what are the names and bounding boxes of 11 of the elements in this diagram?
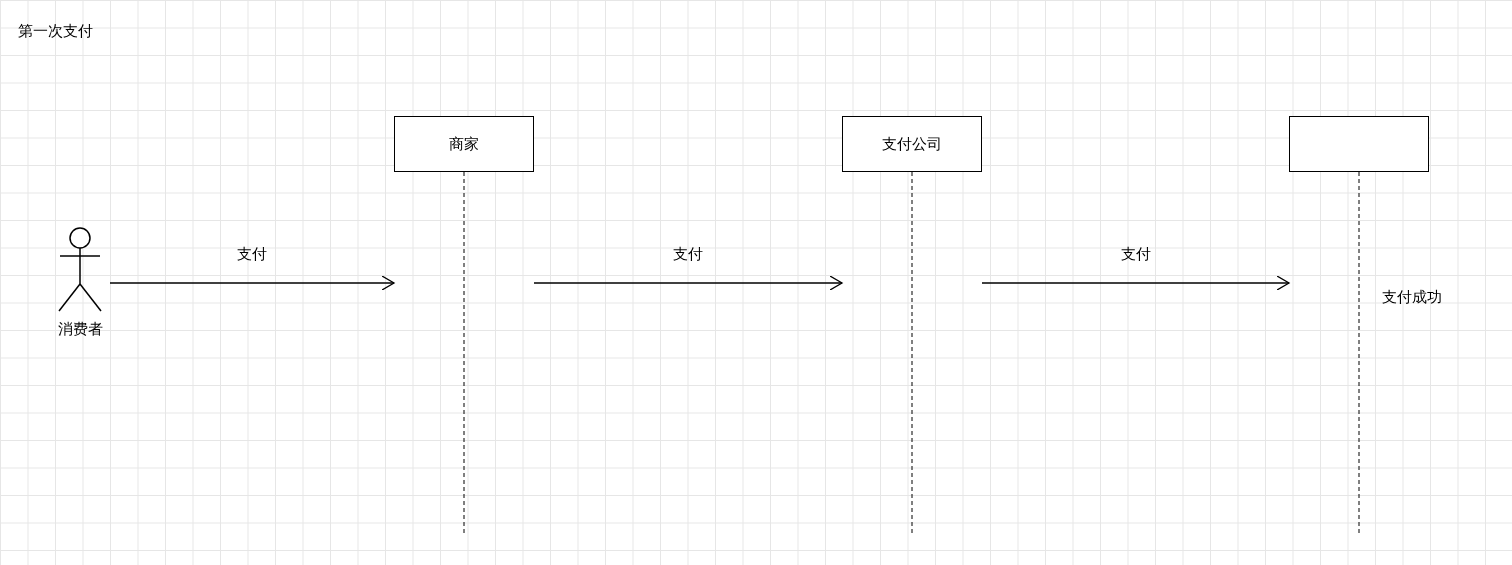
actor-label: 消费者 <box>57 320 103 339</box>
edge-label: 支付 <box>1120 245 1151 264</box>
diagram-title: 第一次支付 <box>18 22 93 41</box>
edge-label: 支付 <box>673 245 703 264</box>
message-note: 支付成功 <box>1382 288 1442 307</box>
arrow <box>533 275 843 291</box>
arrow <box>981 275 1290 291</box>
participant-box: 支付公司 <box>842 116 982 172</box>
participant-box: 商家 <box>394 116 534 172</box>
edge-label: 支付 <box>237 245 267 264</box>
arrow <box>109 275 395 291</box>
